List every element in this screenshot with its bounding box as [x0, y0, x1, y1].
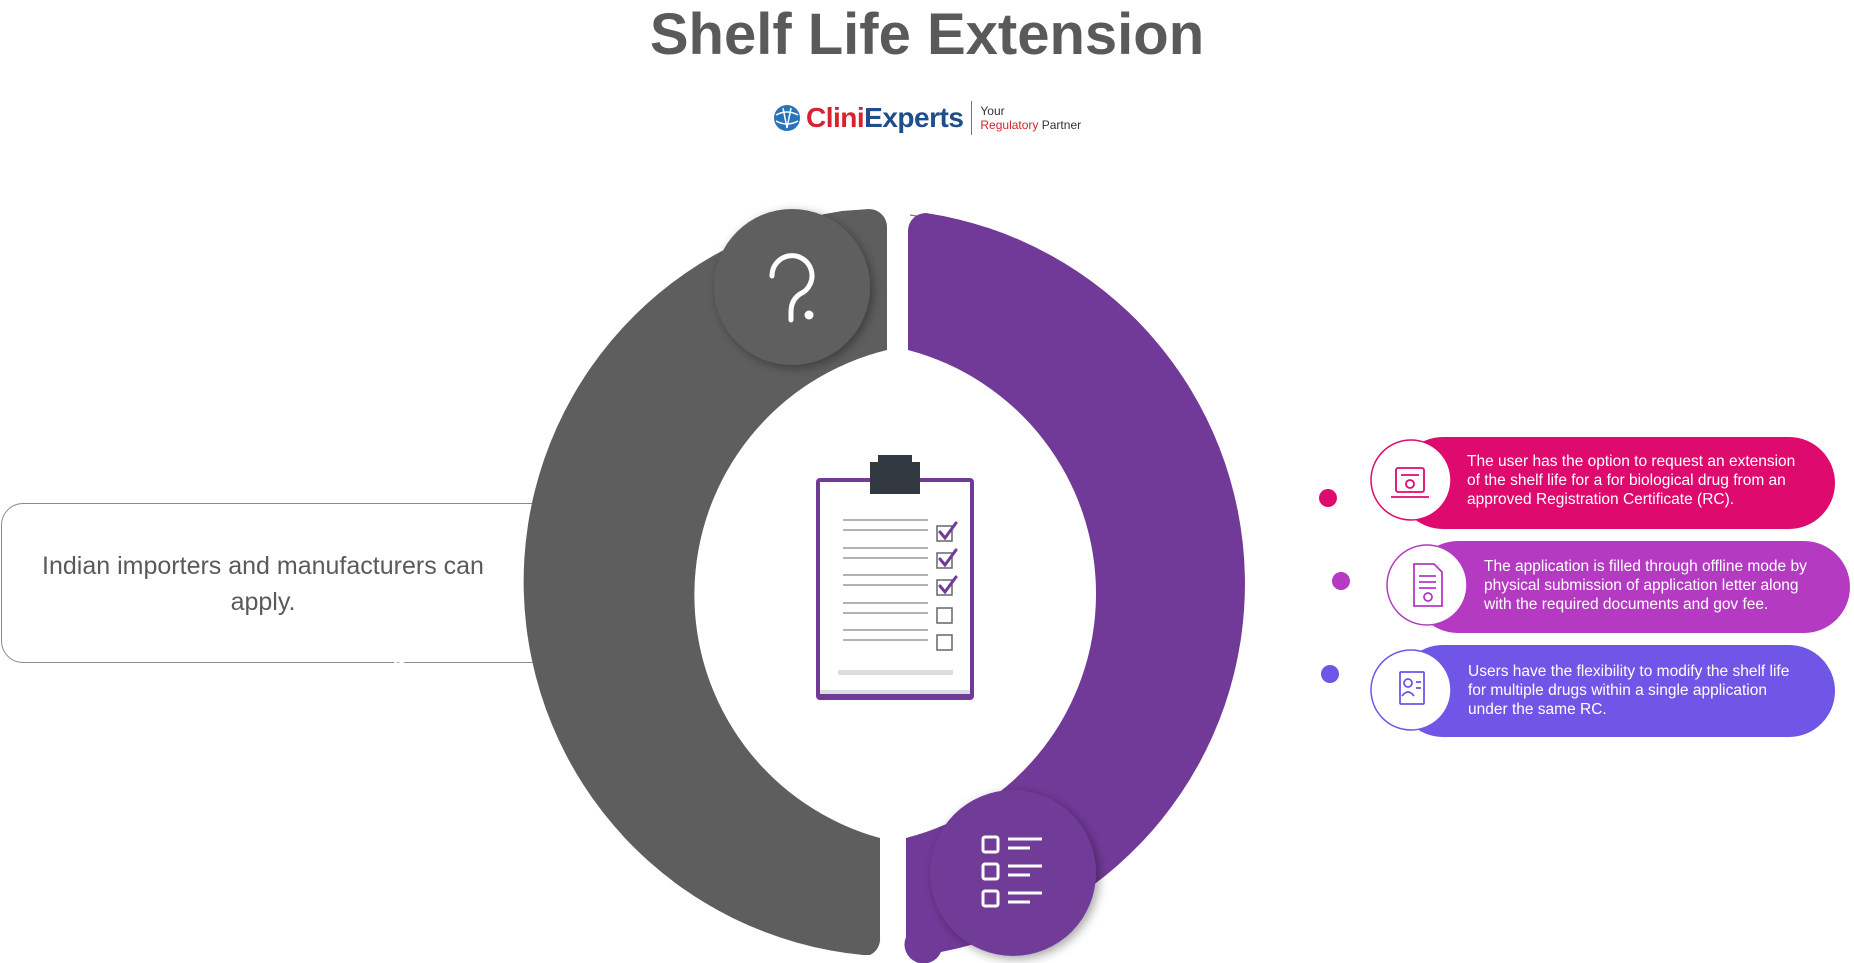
how-item-1-line-1: The user has the option to request an ex… [1467, 453, 1796, 470]
cliniexperts-logo: CliniExperts Your Regulatory Partner [772, 98, 1081, 138]
certificate-icon [1391, 467, 1429, 498]
page-title: Shelf Life Extension [649, 2, 1205, 67]
brand-name: CliniExperts [806, 102, 964, 134]
how-item-3-line-1: Users have the flexibility to modify the… [1468, 663, 1790, 680]
item1-dot [1319, 489, 1337, 507]
how-item-1-line-2: of the shelf life for a for biological d… [1467, 472, 1786, 489]
how-item-2-line-3: with the required documents and gov fee. [1484, 596, 1769, 613]
how-item-1 [1370, 437, 1835, 529]
how-item-3-line-3: under the same RC. [1468, 701, 1607, 718]
clipboard-checklist-icon [816, 455, 974, 700]
who-can-apply-text: Indian importers and manufacturers can a… [42, 552, 484, 616]
how-to-apply-ring [904, 212, 1245, 963]
item2-dot [1332, 572, 1350, 590]
tagline-accent: Regulatory [980, 118, 1039, 132]
how-item-2-line-2: physical submission of application lette… [1484, 577, 1799, 594]
brand-name-part1: Clini [806, 102, 865, 133]
brand-name-part2: Experts [864, 102, 964, 133]
how-item-2 [1386, 541, 1850, 633]
who-can-apply-ring [523, 209, 887, 955]
how-item-1-line-3: approved Registration Certificate (RC). [1467, 491, 1735, 508]
how-item-1-text: The user has the option to request an ex… [1467, 452, 1795, 509]
tagline-line1: Your [980, 104, 1005, 118]
globe-logo-icon [774, 105, 800, 131]
how-item-3-text: Users have the flexibility to modify the… [1468, 662, 1789, 719]
who-can-apply-label: Who can Apply? [343, 312, 437, 708]
how-item-2-line-1: The application is filled through offlin… [1484, 558, 1807, 575]
question-mark-icon [769, 253, 815, 323]
document-seal-icon [1413, 563, 1443, 607]
logo-tagline: Your Regulatory Partner [980, 104, 1081, 132]
item3-dot [1321, 665, 1339, 683]
who-label-path: Who can Apply? [343, 312, 422, 708]
logo-divider [971, 101, 973, 135]
how-item-3 [1370, 645, 1835, 737]
question-circle [714, 209, 870, 365]
checklist-icon [981, 835, 1042, 908]
who-can-apply-box [1, 503, 561, 663]
tagline-rest: Partner [1038, 118, 1082, 132]
checklist-circle [930, 790, 1096, 956]
how-item-3-line-2: for multiple drugs within a single appli… [1468, 682, 1767, 699]
user-document-icon [1399, 671, 1425, 705]
how-item-2-text: The application is filled through offlin… [1484, 557, 1807, 614]
